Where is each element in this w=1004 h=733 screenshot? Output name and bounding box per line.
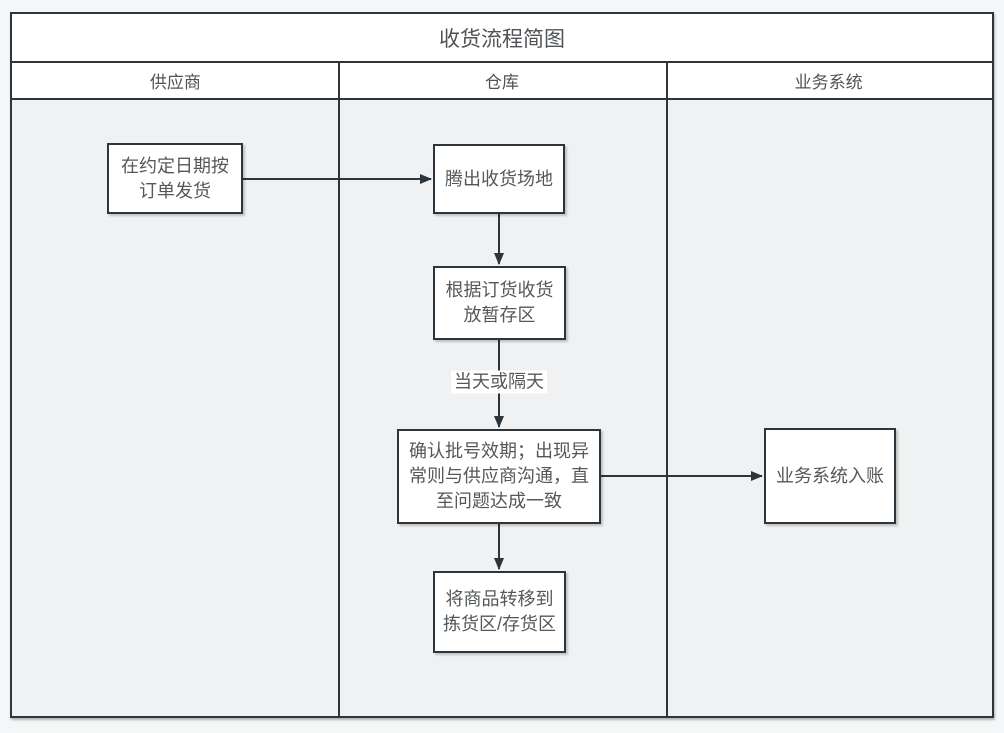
node-clear-receiving-area-label: 腾出收货场地 — [445, 168, 553, 189]
lane-header-warehouse: 仓库 — [339, 63, 666, 98]
node-business-system-entry-label: 业务系统入账 — [776, 465, 884, 486]
lane-divider-2 — [666, 63, 668, 716]
node-ship-on-agreed-date-label: 在约定日期按订单发货 — [121, 155, 229, 201]
node-confirm-batch-expiry-label: 确认批号效期；出现异常则与供应商沟通，直至问题达成一致 — [409, 441, 589, 511]
node-confirm-batch-expiry: 确认批号效期；出现异常则与供应商沟通，直至问题达成一致 — [397, 429, 601, 524]
node-business-system-entry: 业务系统入账 — [764, 428, 896, 524]
diagram-title-bar: 收货流程简图 — [12, 14, 992, 63]
node-move-to-picking-storage-label: 将商品转移到拣货区/存货区 — [443, 589, 557, 634]
lane-header-supplier-label: 供应商 — [149, 73, 201, 92]
node-clear-receiving-area: 腾出收货场地 — [433, 144, 565, 214]
swimlane-diagram: 收货流程简图 供应商 仓库 业务系统 — [10, 12, 994, 718]
lane-header-row: 供应商 仓库 业务系统 — [12, 63, 992, 100]
node-move-to-picking-storage: 将商品转移到拣货区/存货区 — [433, 571, 566, 653]
edge-label-same-day-or-next-day: 当天或隔天 — [451, 370, 547, 394]
node-receive-to-staging-label: 根据订货收货放暂存区 — [445, 280, 554, 325]
lane-header-business-system-label: 业务系统 — [794, 73, 863, 92]
diagram-title: 收货流程简图 — [439, 27, 565, 51]
lane-header-warehouse-label: 仓库 — [485, 73, 519, 92]
node-receive-to-staging: 根据订货收货放暂存区 — [433, 266, 566, 340]
lane-header-supplier: 供应商 — [12, 63, 339, 98]
lane-divider-1 — [338, 63, 340, 716]
lane-header-business-system: 业务系统 — [665, 63, 992, 98]
node-ship-on-agreed-date: 在约定日期按订单发货 — [107, 143, 243, 214]
